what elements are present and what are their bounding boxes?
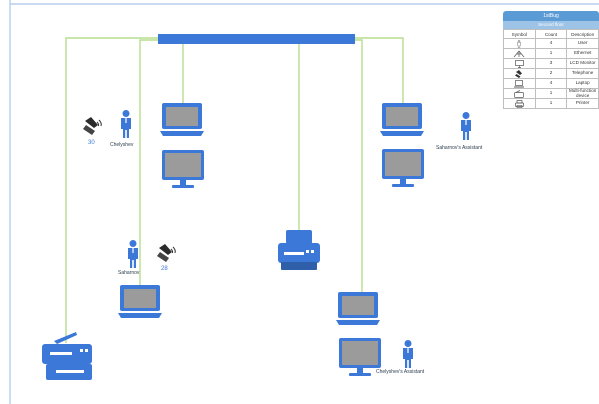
user-label-saharnov-assistant: Saharnov's Assistant bbox=[436, 145, 483, 151]
legend-count: 1 bbox=[534, 87, 568, 100]
telephone-icon bbox=[82, 116, 102, 136]
phone-ext-label: 30 bbox=[88, 140, 95, 146]
legend-header-row: Symbol Count Description bbox=[503, 29, 599, 39]
user-icon bbox=[128, 240, 138, 268]
laptop-icon bbox=[160, 103, 204, 136]
phone-ext-label: 28 bbox=[161, 266, 168, 272]
network-cabling bbox=[65, 37, 404, 343]
legend-row: 4 Laptop bbox=[503, 78, 599, 89]
ethernet-icon bbox=[503, 48, 536, 59]
multi-function-device-icon bbox=[42, 332, 92, 380]
laptop-icon bbox=[118, 285, 162, 318]
legend-count: 3 bbox=[534, 58, 568, 69]
legend-count: 4 bbox=[534, 78, 568, 89]
user-icon bbox=[121, 110, 131, 138]
ethernet-bar bbox=[158, 34, 355, 44]
laptop-icon bbox=[503, 78, 536, 89]
legend-count: 1 bbox=[534, 98, 568, 110]
printer-icon bbox=[503, 98, 536, 110]
legend: 1stBug Second floor Symbol Count Descrip… bbox=[503, 11, 599, 110]
lcd-monitor-icon bbox=[339, 338, 381, 376]
lcd-monitor-icon bbox=[503, 58, 536, 69]
printer-icon bbox=[278, 230, 320, 270]
legend-row: 1 Ethernet bbox=[503, 48, 599, 59]
telephone-icon bbox=[156, 243, 176, 263]
user-label-chelyshev: Chelyshev bbox=[110, 142, 134, 148]
legend-count: 2 bbox=[534, 68, 568, 79]
legend-subtitle: Second floor bbox=[503, 21, 599, 29]
legend-description: Telephone bbox=[566, 68, 599, 79]
legend-row: 1 Printer bbox=[503, 98, 599, 110]
user-icon bbox=[461, 112, 471, 140]
legend-header-description: Description bbox=[566, 29, 599, 39]
user-icon bbox=[403, 340, 413, 368]
legend-row: 2 Telephone bbox=[503, 68, 599, 79]
legend-description: Multi-function device bbox=[566, 87, 599, 100]
legend-row: 1 Multi-function device bbox=[503, 87, 599, 100]
lcd-monitor-icon bbox=[382, 149, 424, 187]
legend-count: 4 bbox=[534, 38, 568, 49]
legend-title: 1stBug bbox=[503, 11, 599, 21]
lcd-monitor-icon bbox=[162, 150, 204, 188]
laptop-icon bbox=[336, 292, 380, 325]
legend-count: 1 bbox=[534, 48, 568, 59]
legend-table: Symbol Count Description 4 User 1 Ethern… bbox=[503, 29, 599, 110]
legend-row: 3 LCD Monitor bbox=[503, 58, 599, 69]
legend-description: Laptop bbox=[566, 78, 599, 89]
telephone-icon bbox=[503, 68, 536, 79]
legend-description: Printer bbox=[566, 98, 599, 110]
user-icon bbox=[503, 38, 536, 49]
legend-description: Ethernet bbox=[566, 48, 599, 59]
user-label-saharnov: Saharnov bbox=[118, 270, 140, 276]
legend-header-symbol: Symbol bbox=[503, 29, 536, 39]
multi-function-device-icon bbox=[503, 87, 536, 100]
legend-header-count: Count bbox=[534, 29, 568, 39]
legend-row: 4 User bbox=[503, 38, 599, 49]
legend-description: LCD Monitor bbox=[566, 58, 599, 69]
user-label-chelyshev-assistant: Chelyshev's Assistant bbox=[376, 369, 425, 375]
legend-description: User bbox=[566, 38, 599, 49]
laptop-icon bbox=[380, 103, 424, 136]
